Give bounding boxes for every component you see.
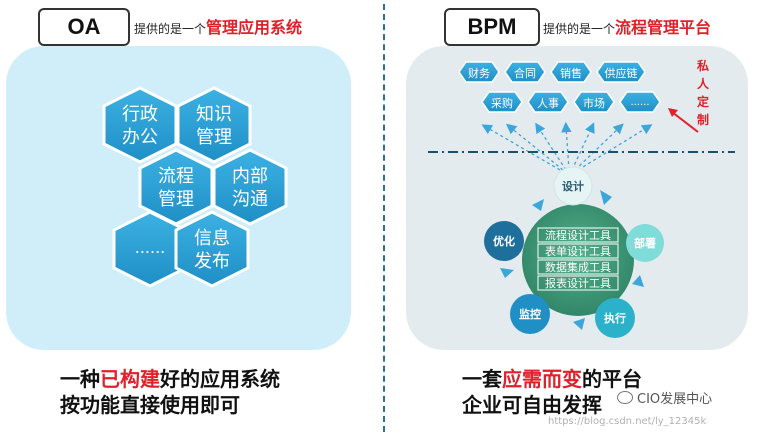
hex-knowledge-line2: 管理 [196, 127, 232, 148]
hex-admin-office-line2: 办公 [122, 127, 158, 148]
cycle-design: 设计 [553, 166, 593, 206]
hex-internal-comm-line2: 沟通 [232, 189, 268, 210]
arrow-optimize-design [532, 199, 544, 211]
hex-admin-office-line1: 行政 [122, 104, 158, 125]
hex-info-publish-line2: 发布 [194, 251, 230, 272]
module-supply-chain-label: 供应链 [605, 66, 638, 80]
oa-tag-label: OA [67, 14, 101, 39]
tool-process-design: 流程设计工具 [545, 228, 611, 242]
arrow-design-deploy [600, 190, 612, 205]
cycle-execute-label: 执行 [604, 311, 626, 325]
hex-internal-comm: 内部 沟通 [212, 148, 288, 226]
cycle-deploy: 部署 [626, 224, 664, 262]
cycle-monitor-label: 监控 [519, 307, 541, 321]
bpm-tag: BPM [444, 8, 540, 46]
upward-arrows [481, 121, 653, 171]
oa-footer: 一种已构建好的应用系统 按功能直接使用即可 [60, 366, 280, 418]
hex-internal-comm-line1: 内部 [232, 166, 268, 187]
module-sales: 销售 [550, 61, 592, 83]
module-sales-label: 销售 [560, 66, 582, 80]
module-hr-label: 人事 [537, 97, 559, 110]
hex-admin-office: 行政 办公 [102, 86, 178, 164]
tool-data-integration: 数据集成工具 [545, 260, 611, 274]
module-market-label: 市场 [583, 96, 605, 110]
cycle-deploy-label: 部署 [634, 236, 656, 250]
center-tools-list: 流程设计工具 表单设计工具 数据集成工具 报表设计工具 [537, 227, 619, 291]
hex-knowledge-line1: 知识 [196, 104, 232, 125]
watermark-url: https://blog.csdn.net/ly_12345k [548, 416, 707, 427]
hex-knowledge: 知识 管理 [176, 86, 252, 164]
bpm-footer-line1: 一套应需而变的平台 [462, 367, 642, 391]
module-market: 市场 [573, 91, 615, 113]
oa-footer-line1: 一种已构建好的应用系统 [60, 367, 280, 391]
watermark: CIO发展中心 [617, 388, 712, 407]
arrow-monitor-optimize [500, 268, 514, 278]
module-contract-label: 合同 [514, 66, 536, 80]
wechat-icon [617, 391, 633, 404]
module-more-label: ...... [630, 97, 649, 108]
module-purchasing-label: 采购 [491, 96, 513, 110]
oa-subtitle-prefix: 提供的是一个 [134, 22, 207, 36]
module-finance: 财务 [458, 61, 500, 83]
cycle-optimize-label: 优化 [493, 234, 515, 248]
bpm-subtitle: 提供的是一个流程管理平台 [543, 14, 711, 38]
custom-arrow [671, 111, 699, 133]
oa-tag: OA [38, 8, 130, 46]
module-purchasing: 采购 [481, 91, 523, 113]
cycle-execute: 执行 [595, 298, 635, 338]
cycle-arrows [500, 190, 644, 330]
module-hr: 人事 [527, 91, 569, 113]
bpm-tag-label: BPM [467, 14, 517, 39]
bpm-subtitle-prefix: 提供的是一个 [543, 22, 616, 36]
custom-label-char-2: 人 [697, 76, 710, 91]
arrow-deploy-execute [632, 275, 644, 287]
cycle-design-label: 设计 [562, 179, 584, 193]
hex-process-line1: 流程 [158, 166, 194, 187]
oa-subtitle-highlight: 管理应用系统 [206, 18, 303, 37]
hex-info-publish-line1: 信息 [194, 228, 230, 249]
module-contract: 合同 [504, 61, 546, 83]
cycle-optimize: 优化 [484, 221, 524, 261]
hex-process: 流程 管理 [138, 148, 214, 226]
tool-report-design: 报表设计工具 [545, 276, 611, 290]
bpm-footer-line2: 企业可自由发挥 [462, 393, 602, 417]
custom-label-char-1: 私 [696, 58, 709, 73]
tool-form-design: 表单设计工具 [545, 244, 611, 258]
module-supply-chain: 供应链 [596, 61, 646, 83]
hex-info-publish: 信息 发布 [174, 210, 250, 288]
arrow-execute-monitor [573, 318, 585, 330]
module-finance-label: 财务 [468, 66, 490, 80]
watermark-text: CIO发展中心 [637, 392, 713, 407]
oa-hex-cluster: 行政 办公 知识 管理 流程 管理 内部 沟通 ...... 信息 发布 [102, 86, 288, 288]
custom-arrow-head [668, 108, 678, 117]
bpm-subtitle-highlight: 流程管理平台 [615, 18, 712, 37]
hex-process-line2: 管理 [158, 189, 194, 210]
custom-label-char-3: 定 [697, 94, 709, 109]
custom-label: 私 人 定 制 [696, 58, 710, 127]
center-divider [383, 4, 385, 432]
cycle-monitor: 监控 [510, 294, 550, 334]
oa-footer-line2: 按功能直接使用即可 [60, 393, 240, 417]
bpm-footer: 一套应需而变的平台 企业可自由发挥 [462, 366, 642, 418]
module-more: ...... [619, 91, 661, 113]
hex-more-label: ...... [135, 238, 166, 257]
custom-label-char-4: 制 [697, 112, 709, 127]
oa-subtitle: 提供的是一个管理应用系统 [134, 14, 302, 38]
